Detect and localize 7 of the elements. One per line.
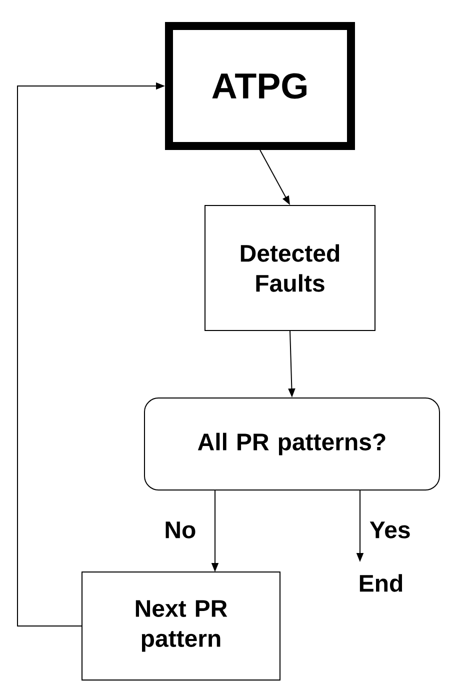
edge-label: Yes xyxy=(368,520,412,540)
end-label: End xyxy=(360,574,402,592)
edge-label: No xyxy=(163,520,198,540)
process-box: Detected Faults xyxy=(204,205,376,331)
decision-box: All PR patterns? xyxy=(144,398,440,490)
process-box: Next PR pattern xyxy=(82,572,280,680)
process-box: ATPG xyxy=(165,22,355,150)
